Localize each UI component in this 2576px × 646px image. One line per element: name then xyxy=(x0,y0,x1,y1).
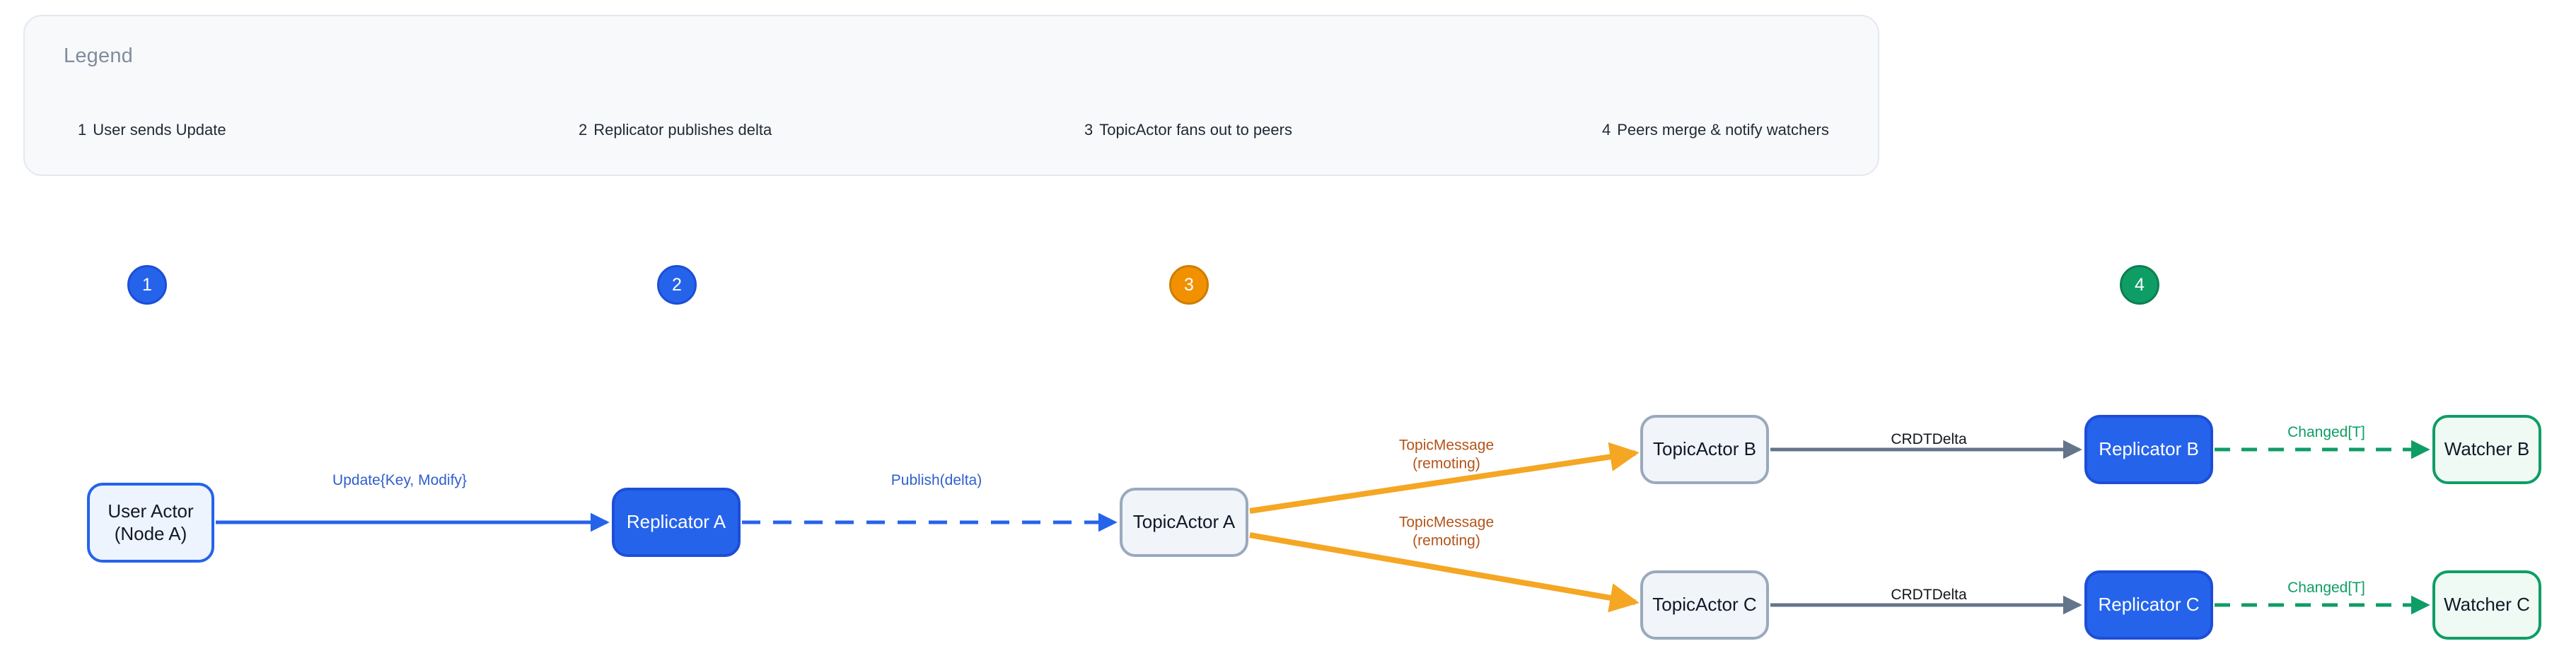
node-topicactor-a[interactable]: TopicActor A xyxy=(1120,488,1248,557)
edge-label-delta-b: CRDTDelta xyxy=(1891,431,1967,448)
node-replicator-c[interactable]: Replicator C xyxy=(2084,570,2213,640)
edge-label-changed-b: Changed[T] xyxy=(2287,424,2365,441)
legend-item-list: 1 User sends Update 2 Replicator publishes… xyxy=(25,121,1878,149)
step-badge-1: 1 xyxy=(127,265,167,305)
edge-label-delta-c: CRDTDelta xyxy=(1891,587,1967,604)
edge-label-update: Update{Key, Modify} xyxy=(332,472,467,489)
node-watcher-b[interactable]: Watcher B xyxy=(2432,415,2541,484)
legend-item-number: 1 xyxy=(78,121,87,139)
node-watcher-c[interactable]: Watcher C xyxy=(2432,570,2541,640)
legend-item-2: 2 Replicator publishes delta xyxy=(579,121,772,139)
node-topicactor-b[interactable]: TopicActor B xyxy=(1640,415,1769,484)
legend-item-label: User sends Update xyxy=(93,121,226,139)
legend-item-1: 1 User sends Update xyxy=(78,121,226,139)
node-topicactor-c[interactable]: TopicActor C xyxy=(1640,570,1769,640)
legend-panel: Legend 1 User sends Update 2 Replicator pu… xyxy=(23,15,1879,176)
step-badge-2: 2 xyxy=(657,265,697,305)
step-badge-4: 4 xyxy=(2120,265,2159,305)
legend-item-number: 3 xyxy=(1084,121,1093,139)
legend-item-label: TopicActor fans out to peers xyxy=(1099,121,1292,139)
edge-label-publish: Publish(delta) xyxy=(890,472,982,489)
edge-label-changed-c: Changed[T] xyxy=(2287,580,2365,597)
edge-label-fanout-c: TopicMessage (remoting) xyxy=(1398,514,1495,548)
edge-label-fanout-b: TopicMessage (remoting) xyxy=(1398,437,1495,471)
legend-item-label: Peers merge & notify watchers xyxy=(1617,121,1829,139)
node-replicator-b[interactable]: Replicator B xyxy=(2084,415,2213,484)
node-replicator-a[interactable]: Replicator A xyxy=(612,488,741,557)
legend-item-number: 2 xyxy=(579,121,588,139)
legend-item-4: 4 Peers merge & notify watchers xyxy=(1602,121,1829,139)
node-user-actor[interactable]: User Actor (Node A) xyxy=(87,483,214,563)
legend-item-label: Replicator publishes delta xyxy=(593,121,772,139)
legend-item-number: 4 xyxy=(1602,121,1611,139)
legend-title: Legend xyxy=(64,45,133,67)
legend-item-3: 3 TopicActor fans out to peers xyxy=(1084,121,1292,139)
step-badge-3: 3 xyxy=(1169,265,1209,305)
